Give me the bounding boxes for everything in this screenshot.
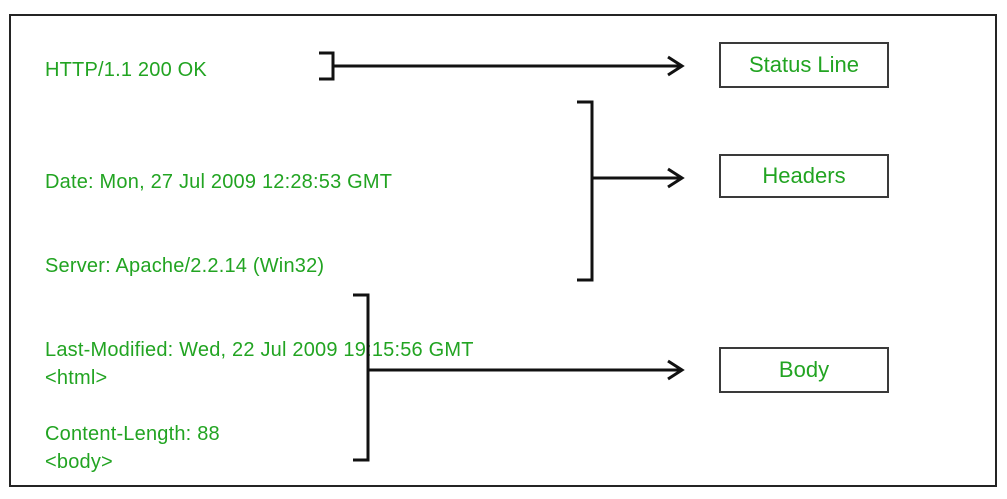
header-line: Date: Mon, 27 Jul 2009 12:28:53 GMT — [45, 171, 393, 193]
header-line: Content-Length: 88 — [45, 423, 220, 445]
headers-label: Headers — [762, 163, 846, 188]
body-label: Body — [778, 357, 830, 382]
body-line: <body> — [45, 451, 113, 473]
body-label-box: Body — [719, 347, 889, 393]
body-text-block: <html> <body> <h1>Hello, World!</h1> </b… — [45, 308, 260, 499]
status-line-text: HTTP/1.1 200 OK — [45, 59, 207, 81]
status-line-label: Status Line — [748, 52, 860, 77]
body-line: <html> — [45, 367, 108, 389]
diagram-frame — [9, 14, 997, 487]
headers-label-box: Headers — [719, 154, 889, 198]
status-line-label-box: Status Line — [719, 42, 889, 88]
header-line: Server: Apache/2.2.14 (Win32) — [45, 255, 325, 277]
